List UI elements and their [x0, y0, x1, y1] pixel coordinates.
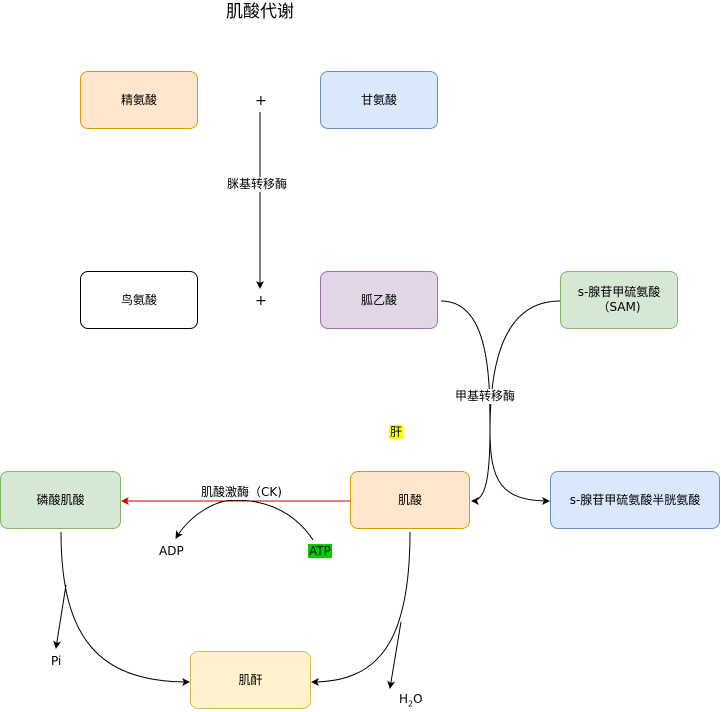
- water-sub: 2: [408, 699, 414, 709]
- node-sah-label: s-腺苷甲硫氨酸半胱氨酸: [569, 492, 701, 507]
- pi-label: Pi: [51, 654, 62, 668]
- node-sam[interactable]: s-腺苷甲硫氨酸 （SAM): [560, 271, 678, 329]
- node-ornithine-label: 鸟氨酸: [120, 292, 157, 307]
- atp-label: ATP: [308, 544, 332, 559]
- node-creatine[interactable]: 肌酸: [350, 471, 470, 529]
- node-sah[interactable]: s-腺苷甲硫氨酸半胱氨酸: [550, 471, 720, 529]
- node-glycine-label: 甘氨酸: [360, 92, 397, 107]
- node-creatinine[interactable]: 肌酐: [190, 651, 311, 709]
- diagram-title: 肌酸代谢: [226, 2, 294, 22]
- liver-text: 肝: [389, 425, 404, 439]
- enzyme-methyltransferase-label: 甲基转移酶: [454, 389, 517, 404]
- node-arginine-label: 精氨酸: [120, 92, 157, 107]
- water-h: H: [399, 692, 409, 706]
- enzyme-creatine-kinase-label: 肌酸激酶（CK): [200, 485, 283, 500]
- node-arginine[interactable]: 精氨酸: [80, 71, 198, 129]
- node-creatinine-label: 肌酐: [238, 672, 263, 687]
- adp-label: ADP: [159, 544, 184, 558]
- plus-sign-bottom: +: [255, 293, 267, 309]
- edge-pcr-to-creatinine: [60, 531, 190, 686]
- edge-pi: [53, 584, 67, 649]
- edge-merge-to-sah: [489, 429, 550, 505]
- liver-label: 肝: [389, 425, 404, 440]
- node-glycine[interactable]: 甘氨酸: [320, 71, 438, 129]
- enzyme-transamidinase-label: 脒基转移酶: [226, 177, 289, 192]
- edge-sam-to-merge: [489, 300, 561, 431]
- edge-atp-to-adp: [175, 499, 314, 541]
- edge-creatine-to-creatinine: [311, 531, 411, 686]
- node-sam-label: s-腺苷甲硫氨酸 （SAM): [577, 285, 661, 314]
- atp-text: ATP: [308, 544, 332, 558]
- node-ornithine[interactable]: 鸟氨酸: [80, 271, 198, 329]
- edge-h2o: [387, 621, 402, 689]
- plus-sign-top: +: [255, 93, 267, 109]
- water-label: H2O: [399, 692, 423, 711]
- node-phosphocreatine-label: 磷酸肌酸: [36, 492, 85, 507]
- node-creatine-label: 肌酸: [397, 492, 422, 507]
- node-guanidinoacetate-label: 胍乙酸: [360, 292, 397, 307]
- node-phosphocreatine[interactable]: 磷酸肌酸: [0, 471, 121, 529]
- water-o: O: [413, 692, 423, 706]
- node-guanidinoacetate[interactable]: 胍乙酸: [320, 271, 438, 329]
